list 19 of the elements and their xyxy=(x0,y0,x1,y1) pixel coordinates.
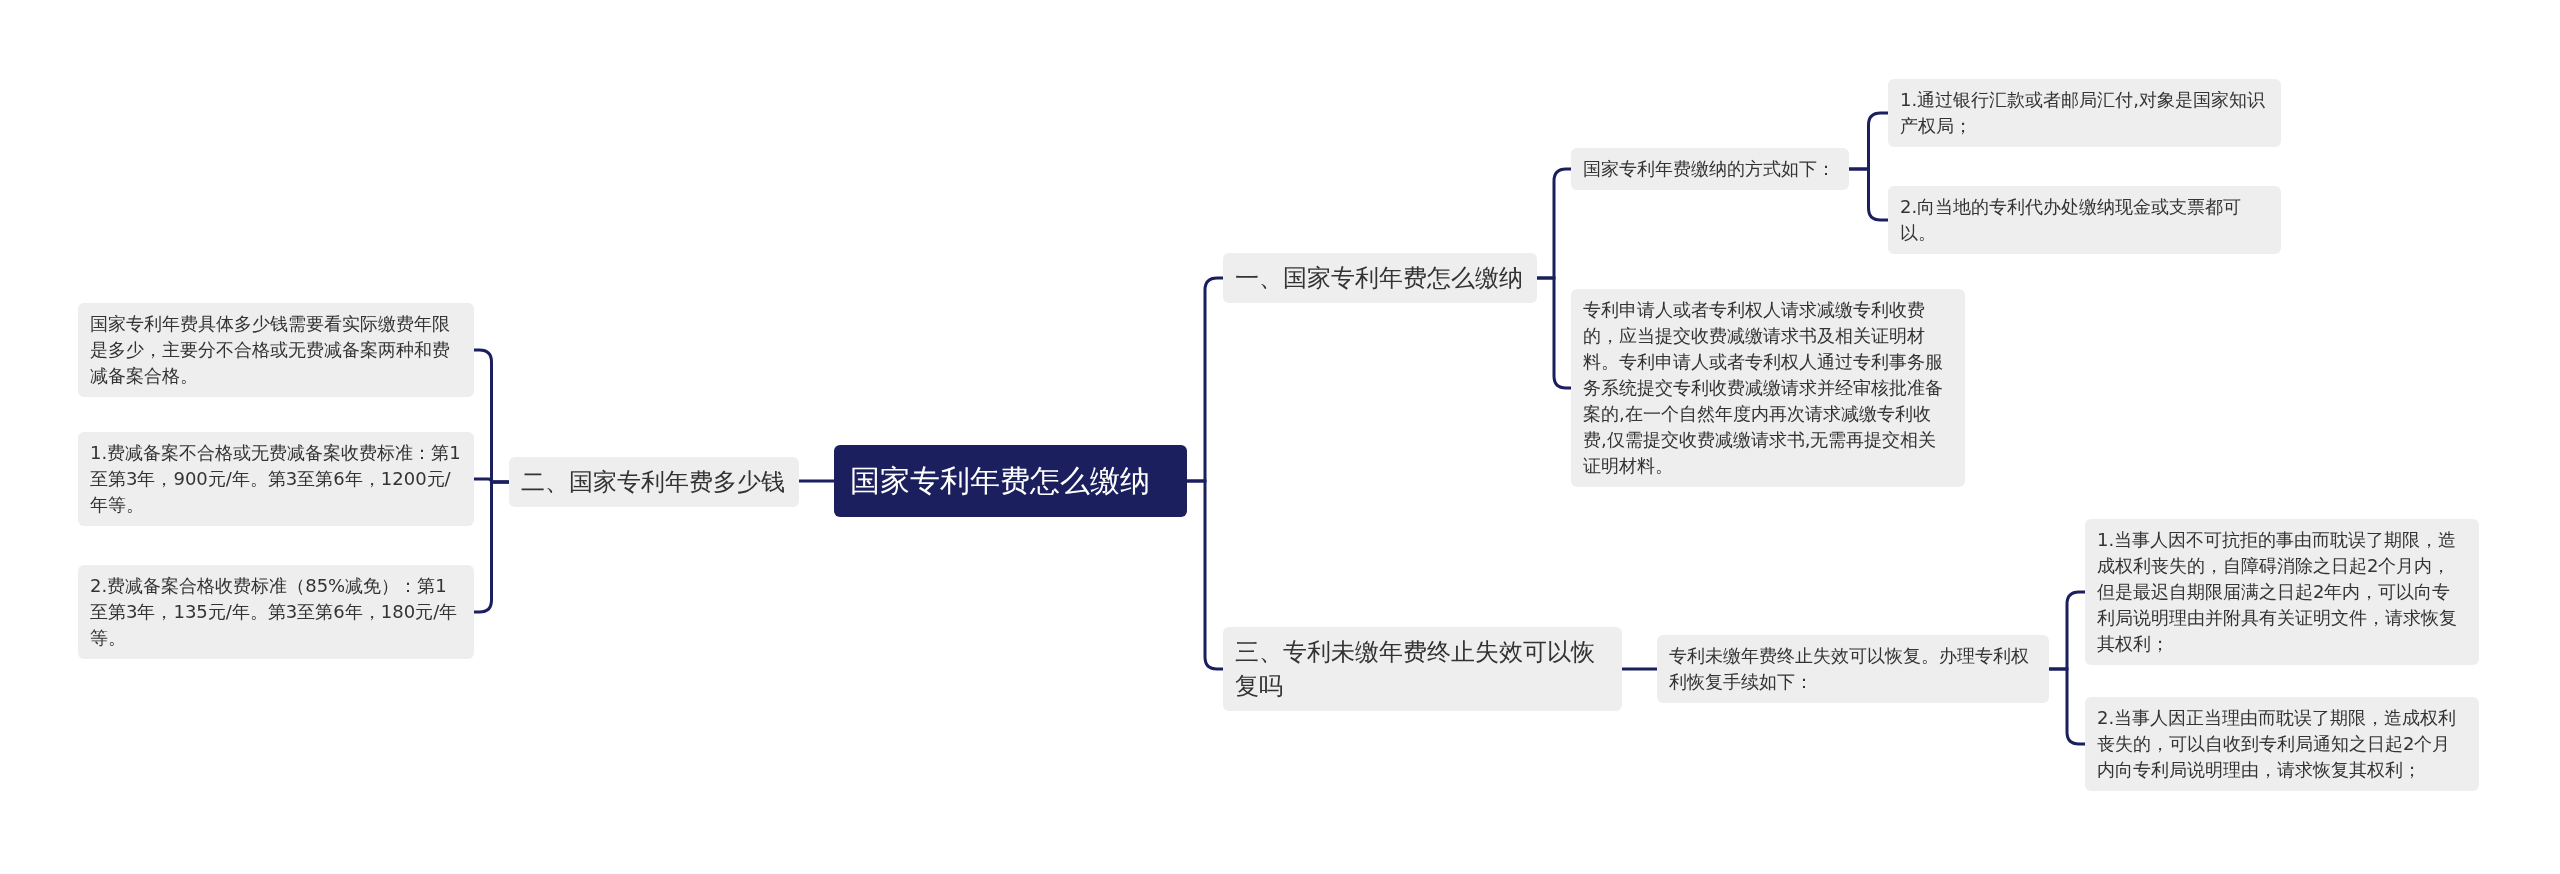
connector-line xyxy=(1187,479,1223,671)
leaf-topic-box: 1.通过银行汇款或者邮局汇付,对象是国家知识产权局； xyxy=(1888,79,2281,147)
leaf-topic-box: 2.当事人因正当理由而耽误了期限，造成权利丧失的，可以自收到专利局通知之日起2个月内向专利局说明理由，请求恢复其权利； xyxy=(2085,697,2479,791)
leaf-topic-box: 专利未缴年费终止失效可以恢复。办理专利权利恢复手续如下： xyxy=(1657,635,2049,703)
subtopic-box: 国家专利年费缴纳的方式如下： xyxy=(1571,148,1849,190)
root-topic-box: 国家专利年费怎么缴纳 xyxy=(834,445,1187,517)
connector-line xyxy=(1622,667,1657,671)
leaf-topic-box: 国家专利年费具体多少钱需要看实际缴费年限是多少，主要分不合格或无费减备案两种和费减备案合格。 xyxy=(78,303,474,397)
branch-topic-box: 一、国家专利年费怎么缴纳 xyxy=(1223,253,1537,303)
leaf-topic-box: 1.当事人因不可抗拒的事由而耽误了期限，造成权利丧失的，自障碍消除之日起2个月内，但是最迟自期限届满之日起2年内，可以向专利局说明理由并附具有关证明文件，请求恢复其权利； xyxy=(2085,519,2479,665)
branch-topic-box: 三、专利未缴年费终止失效可以恢复吗 xyxy=(1223,627,1622,711)
branch-topic-box: 二、国家专利年费多少钱 xyxy=(509,457,799,507)
leaf-topic-box: 2.向当地的专利代办处缴纳现金或支票都可以。 xyxy=(1888,186,2281,254)
leaf-topic-box: 1.费减备案不合格或无费减备案收费标准：第1至第3年，900元/年。第3至第6年，1200元/年等。 xyxy=(78,432,474,526)
leaf-topic-box: 2.费减备案合格收费标准（85%减免）：第1至第3年，135元/年。第3至第6年，180元/年等。 xyxy=(78,565,474,659)
leaf-topic-box: 专利申请人或者专利权人请求减缴专利收费的，应当提交收费减缴请求书及相关证明材料。专利申请人或者专利权人通过专利事务服务系统提交专利收费减缴请求并经审核批准备案的,在一个自然年度内再次请求减缴专利收费,仅需提交收费减缴请求书,无需再提交相关证明材料。 xyxy=(1571,289,1965,487)
connector-line xyxy=(799,479,834,483)
connector-line xyxy=(2049,667,2085,746)
connector-line xyxy=(1849,167,1888,222)
